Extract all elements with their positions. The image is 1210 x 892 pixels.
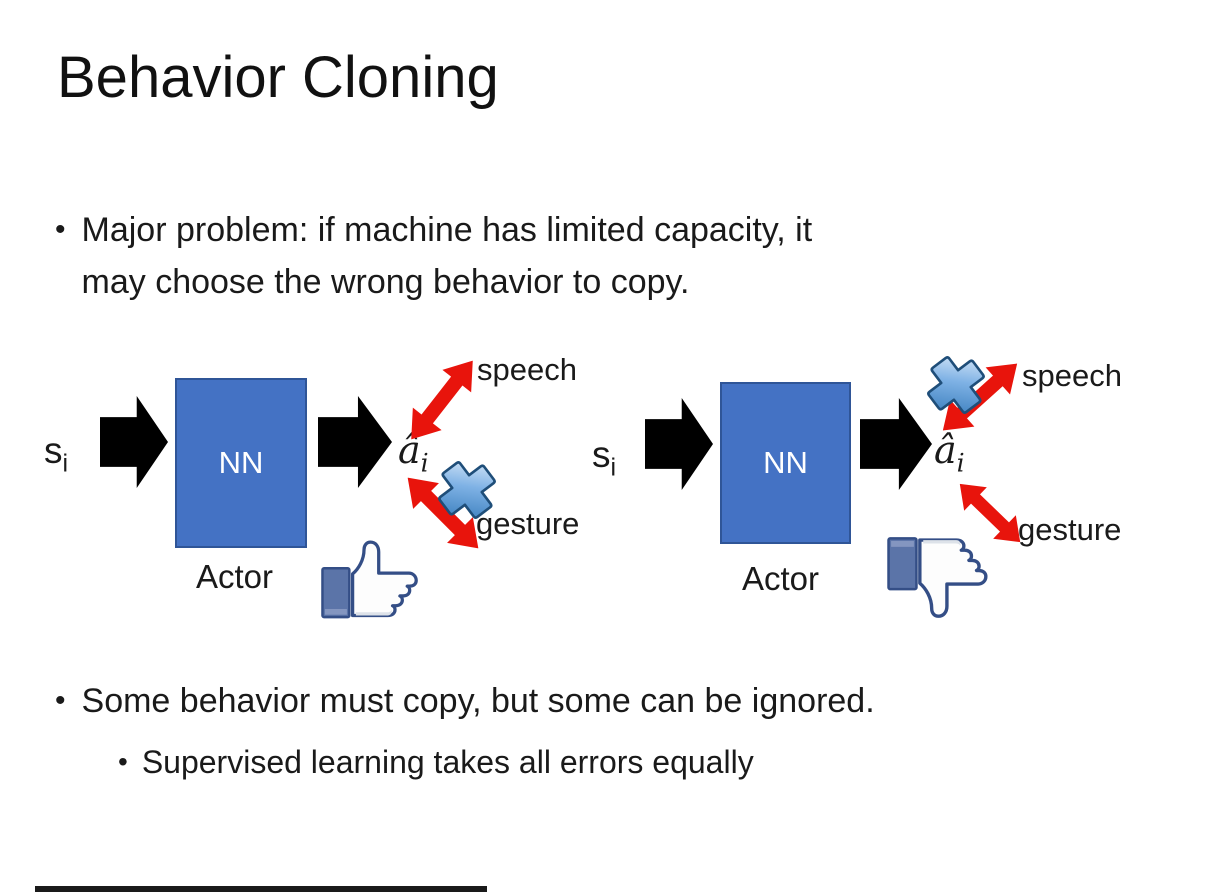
thumbs-down-icon (884, 535, 998, 623)
bullet-text: Supervised learning takes all errors equ… (141, 744, 754, 780)
bullet-text: Some behavior must copy, but some can be… (81, 682, 875, 720)
bullet-line-2: may choose the wrong behavior to copy. (81, 263, 690, 301)
arrow-right-icon (318, 396, 392, 488)
sub-bullet-supervised: • Supervised learning takes all errors e… (118, 740, 754, 784)
arrow-right-icon (860, 398, 932, 490)
action-subscript: i (956, 448, 965, 478)
actor-label: Actor (742, 560, 820, 597)
state-subscript: i (62, 449, 69, 478)
arrow-right-icon (645, 398, 713, 490)
clipped-bottom-element (35, 886, 487, 892)
page-title: Behavior Cloning (57, 45, 499, 110)
state-letter: s (44, 430, 63, 471)
nn-box: NN (175, 378, 307, 548)
actor-label: Actor (196, 558, 274, 595)
bullet-marker: • (55, 213, 66, 246)
gesture-label: gesture (1018, 512, 1122, 547)
cross-out-icon (923, 352, 989, 418)
action-symbol: âi (934, 428, 965, 476)
bullet-text: Major problem: if machine has limited ca… (82, 204, 813, 308)
nn-box: NN (720, 382, 851, 544)
action-letter: â (934, 428, 957, 472)
gesture-label: gesture (476, 506, 580, 541)
nn-label: NN (218, 445, 264, 480)
nn-label: NN (763, 445, 808, 480)
state-symbol: si (592, 434, 616, 480)
bullet-marker: • (118, 746, 128, 777)
state-letter: s (592, 434, 611, 475)
action-letter: â (398, 428, 421, 472)
state-subscript: i (610, 453, 617, 482)
bullet-major-problem: • Major problem: if machine has limited … (55, 204, 812, 308)
action-subscript: i (420, 448, 429, 478)
bullet-marker: • (55, 684, 66, 717)
thumbs-up-icon (320, 534, 426, 622)
speech-label: speech (1022, 358, 1122, 393)
speech-label: speech (477, 352, 577, 387)
cross-out-icon (434, 457, 500, 523)
action-symbol: âi (398, 428, 429, 476)
state-symbol: si (44, 430, 68, 476)
arrow-right-icon (100, 396, 168, 488)
bullet-line-1: Major problem: if machine has limited ca… (81, 211, 813, 249)
bullet-some-behavior: • Some behavior must copy, but some can … (55, 678, 875, 724)
